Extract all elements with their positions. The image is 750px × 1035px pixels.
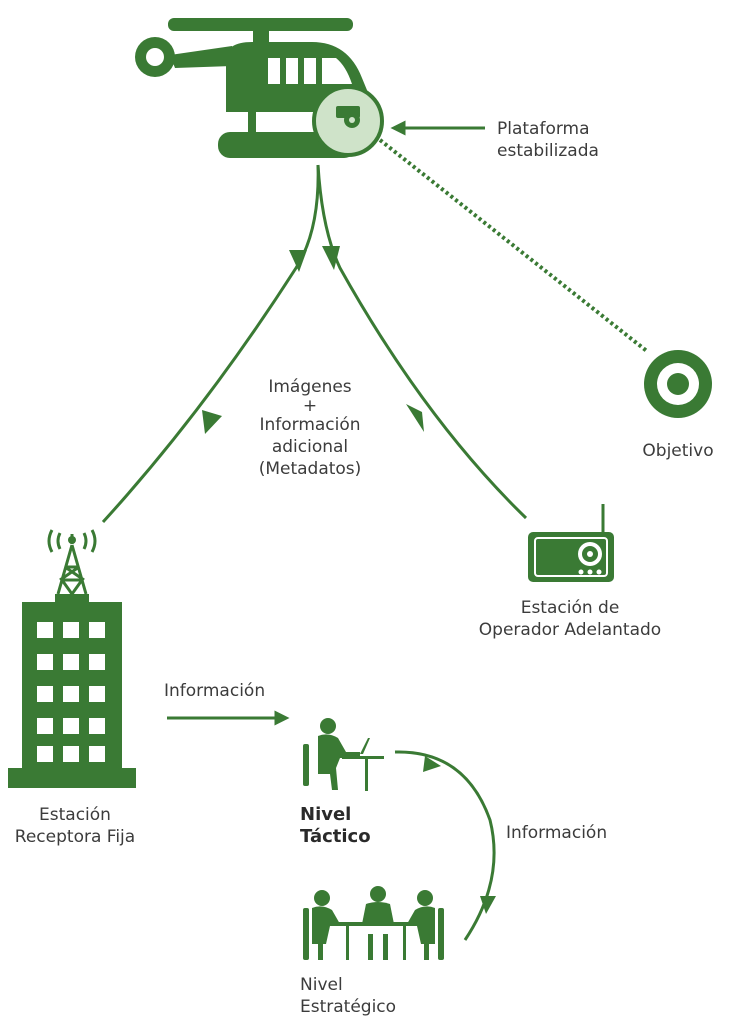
images-metadata-label: Imágenes + Información adicional (Metada… (240, 376, 380, 480)
fixed-station-line1: Estación (39, 805, 111, 825)
strategic-line1: Nivel (300, 975, 343, 995)
images-label-line5: (Metadatos) (258, 459, 362, 479)
line-of-sight (378, 138, 650, 354)
info-arrow-to-strategic (394, 750, 496, 941)
tactical-operator-icon (303, 718, 384, 791)
forward-station-label: Estación de Operador Adelantado (450, 597, 690, 641)
radio-icon (528, 504, 614, 582)
images-label-line2: + (302, 396, 318, 416)
curved-arrowheads (423, 756, 496, 914)
link-to-fixed-station (101, 164, 320, 524)
info-to-tactical-text: Información (164, 681, 266, 701)
strategic-meeting-icon (303, 886, 444, 960)
tactical-line2: Táctico (300, 826, 371, 847)
stabilized-camera-icon (312, 85, 384, 157)
info-to-tactical-label: Información (164, 680, 265, 702)
info-to-strategic-label: Información (506, 822, 607, 844)
images-label-line4: adicional (271, 437, 349, 457)
target-label: Objetivo (628, 440, 728, 462)
platform-label-line1: Plataforma (497, 119, 590, 139)
fixed-station-label: Estación Receptora Fija (0, 804, 150, 848)
target-icon (644, 350, 712, 418)
forward-station-line2: Operador Adelantado (478, 620, 662, 640)
strategic-line2: Estratégico (300, 997, 397, 1017)
link-to-forward-station (316, 164, 528, 520)
tactical-level-label: Nivel Táctico (300, 804, 371, 848)
helicopter-windows (268, 58, 352, 84)
target-label-text: Objetivo (642, 441, 714, 461)
platform-label-line2: estabilizada (497, 141, 599, 161)
images-label-line3: Información (259, 415, 361, 435)
building-icon (8, 594, 136, 788)
images-label-line1: Imágenes (268, 377, 352, 397)
fixed-station-line2: Receptora Fija (14, 827, 136, 847)
platform-label: Plataforma estabilizada (497, 118, 599, 162)
forward-station-line1: Estación de (520, 598, 620, 618)
antenna-tower-icon (47, 529, 97, 595)
tactical-line1: Nivel (300, 804, 352, 825)
link-arrowheads (202, 246, 424, 434)
strategic-level-label: Nivel Estratégico (300, 974, 396, 1018)
info-to-strategic-text: Información (506, 823, 608, 843)
antenna-tip (68, 536, 76, 544)
